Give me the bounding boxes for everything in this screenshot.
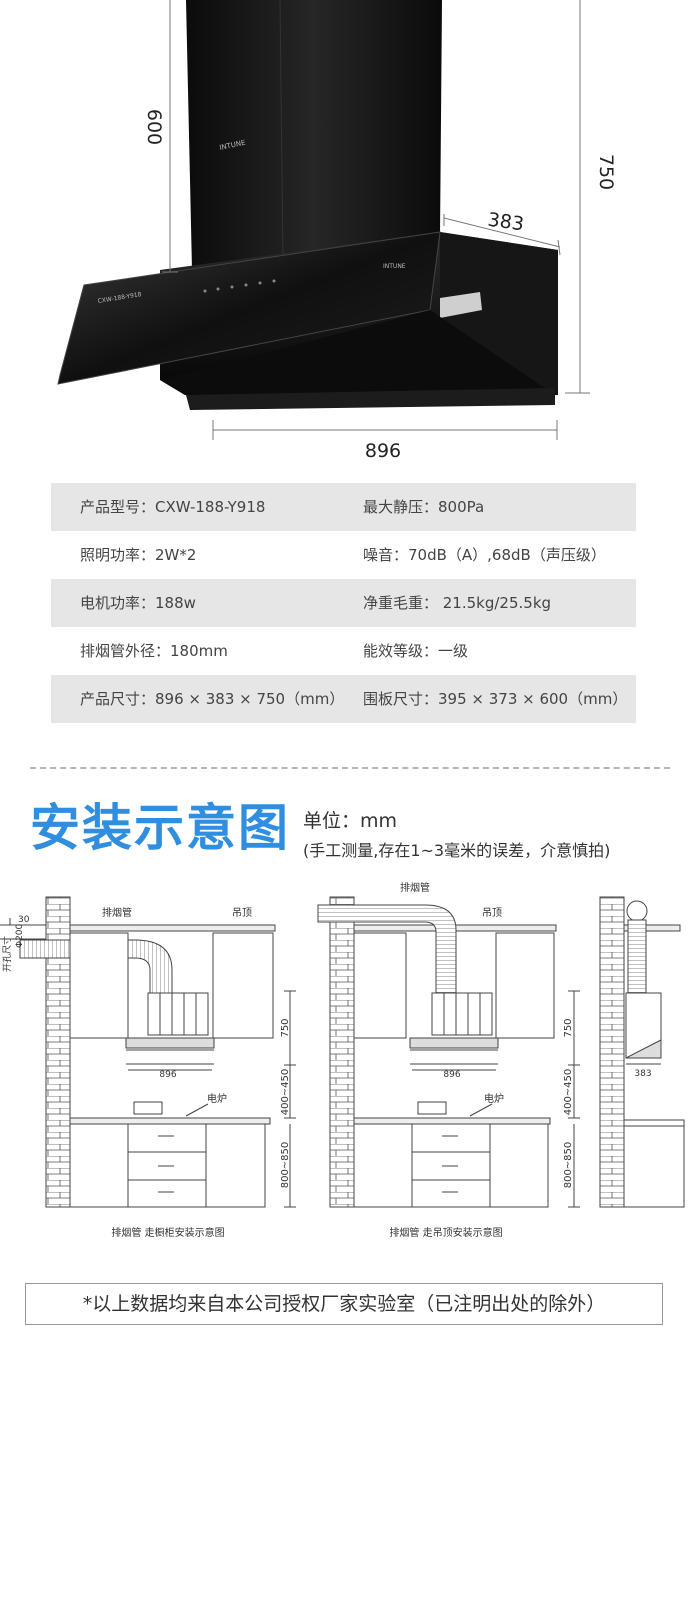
- spec-row: 产品型号：CXW-188-Y918 最大静压：800Pa: [51, 483, 636, 531]
- diagram-cabinet-route: [0, 896, 296, 1208]
- hood-side: [440, 232, 558, 395]
- dim-896: 896: [443, 1070, 460, 1080]
- vertical-pipe: [627, 919, 647, 994]
- spec-row: 照明功率：2W*2 噪音：70dB（A）,68dB（声压级）: [51, 531, 636, 579]
- hood-side: [625, 992, 662, 1059]
- spec-row: 产品尺寸：896 × 383 × 750（mm） 围板尺寸：395 × 373 …: [51, 675, 636, 723]
- dim-800-850: 800~850: [280, 1142, 291, 1189]
- ceiling: [69, 924, 276, 932]
- dim-400-450: 400~450: [563, 1069, 574, 1116]
- countertop: [353, 1117, 551, 1125]
- pipe-label: 排烟管: [102, 906, 132, 919]
- caption-ceiling-route: 排烟管 走吊顶安装示意图: [389, 1226, 502, 1239]
- brick-wall: [329, 896, 355, 1208]
- hood-body: [409, 1037, 499, 1049]
- range-hood-product-image: INTUNE CXW-188-Y918 INTUNE 600 750 383 8…: [57, 0, 617, 462]
- installation-diagram: 排烟管 吊顶 电炉 30 Φ200 开孔尺寸 750 896 400~450 8…: [0, 881, 685, 1239]
- spec-noise: 噪音：70dB（A）,68dB（声压级）: [363, 546, 606, 564]
- unit-label: 单位：mm: [303, 810, 398, 832]
- dashed-divider: [30, 767, 670, 769]
- panel-height-dimension: 600: [143, 109, 165, 145]
- measurement-note: (手工测量,存在1~3毫米的误差，介意慎拍): [303, 841, 611, 860]
- hood-chimney: [431, 992, 493, 1036]
- spec-pipe-diameter: 排烟管外径：180mm: [80, 642, 228, 660]
- depth-dimension: 383: [486, 209, 525, 236]
- ceiling: [623, 924, 681, 932]
- height-dimension: 750: [595, 154, 617, 190]
- width-dimension: 896: [365, 440, 401, 462]
- spec-static-pressure: 最大静压：800Pa: [363, 498, 485, 516]
- dim-750: 750: [563, 1018, 574, 1037]
- spec-panel-size: 围板尺寸：395 × 373 × 600（mm）: [363, 690, 628, 708]
- side-logo-text: INTUNE: [383, 263, 406, 270]
- dim-400-450: 400~450: [280, 1069, 291, 1116]
- spec-model: 产品型号：CXW-188-Y918: [80, 498, 266, 516]
- dim-383: 383: [634, 1069, 651, 1079]
- stove-label: 电炉: [484, 1092, 504, 1105]
- diagram-ceiling-route: [317, 896, 580, 1208]
- spec-energy-grade: 能效等级：一级: [363, 642, 469, 660]
- hood-chimney: [147, 992, 209, 1036]
- install-title: 安装示意图: [30, 799, 290, 857]
- dimension-lines: [162, 0, 590, 440]
- hood-lower: [160, 310, 555, 395]
- spec-weight: 净重毛重： 21.5kg/25.5kg: [363, 594, 552, 612]
- spec-row: 电机功率：188w 净重毛重： 21.5kg/25.5kg: [51, 579, 636, 627]
- stove-label: 电炉: [207, 1092, 227, 1105]
- hood-glass-panel: [57, 231, 441, 385]
- dim-30: 30: [18, 915, 30, 925]
- spec-product-size: 产品尺寸：896 × 383 × 750（mm）: [80, 690, 345, 708]
- dim-phi200: Φ200: [15, 923, 25, 948]
- control-buttons: [203, 279, 276, 293]
- countertop: [69, 1117, 271, 1125]
- ceiling-label: 吊顶: [232, 907, 252, 919]
- diagram-cabinet-labels: 排烟管 吊顶 电炉 30 Φ200 开孔尺寸 750 896 400~450 8…: [1, 906, 291, 1239]
- disclaimer-text: *以上数据均来自本公司授权厂家实验室（已注明出处的除外）: [82, 1293, 606, 1315]
- dim-800-850: 800~850: [563, 1142, 574, 1189]
- pipe-label: 排烟管: [400, 881, 430, 894]
- hood-body: [125, 1037, 215, 1049]
- hole-size-label: 开孔尺寸: [1, 936, 13, 972]
- diagram-side-view: [599, 896, 685, 1208]
- spec-table: 产品型号：CXW-188-Y918 最大静压：800Pa 照明功率：2W*2 噪…: [51, 483, 636, 723]
- dim-896: 896: [159, 1070, 176, 1080]
- spec-motor-power: 电机功率：188w: [80, 594, 196, 612]
- diagram-ceiling-labels: 排烟管 吊顶 电炉 750 896 400~450 800~850 排烟管 走吊…: [389, 881, 574, 1239]
- caption-cabinet-route: 排烟管 走橱柜安装示意图: [111, 1226, 224, 1239]
- hood-light: [440, 292, 482, 318]
- brick-wall: [599, 896, 625, 1208]
- dim-750: 750: [280, 1018, 291, 1037]
- chimney-cover: [186, 0, 442, 270]
- spec-row: 排烟管外径：180mm 能效等级：一级: [51, 627, 636, 675]
- disclaimer-box: *以上数据均来自本公司授权厂家实验室（已注明出处的除外）: [25, 1283, 663, 1325]
- ceiling-label: 吊顶: [482, 907, 502, 919]
- spec-light-power: 照明功率：2W*2: [80, 546, 197, 564]
- counter-side: [623, 1119, 685, 1208]
